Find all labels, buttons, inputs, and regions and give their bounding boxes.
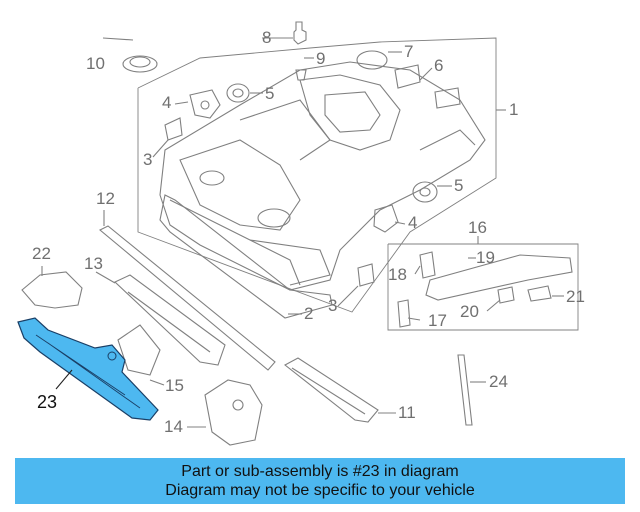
callout-16: 16: [468, 218, 487, 237]
callout-24: 24: [489, 372, 508, 391]
callout-2: 2: [304, 304, 314, 323]
callout-22: 22: [32, 244, 51, 263]
callout-12: 12: [96, 189, 115, 208]
callout-7: 7: [404, 42, 414, 61]
callout-23: 23: [37, 392, 58, 412]
callout-5: 5: [454, 176, 464, 195]
assembly-outline: [137, 37, 497, 313]
callout-19: 19: [476, 248, 495, 267]
callout-10: 10: [86, 54, 105, 73]
info-banner: Part or sub-assembly is #23 in diagram D…: [15, 458, 625, 504]
callout-14: 14: [164, 417, 183, 436]
callout-1: 1: [509, 100, 519, 119]
callout-18: 18: [388, 265, 407, 284]
callout-8: 8: [262, 28, 272, 47]
callout-4: 4: [162, 93, 172, 112]
callout-9: 9: [316, 49, 326, 68]
banner-line-disclaimer: Diagram may not be specific to your vehi…: [165, 482, 475, 499]
parts-diagram: 1 2 3 3 4 4 5 5 6 7 8 9 10 11 12 13 14 1…: [17, 21, 585, 446]
diagram-drawing: [17, 21, 579, 446]
callout-3: 3: [143, 150, 153, 169]
callout-4: 4: [408, 213, 418, 232]
banner-line-part-info: Part or sub-assembly is #23 in diagram: [181, 463, 459, 480]
callout-3: 3: [328, 296, 338, 315]
callout-6: 6: [434, 56, 444, 75]
floor-pan: [159, 61, 486, 291]
callout-5: 5: [265, 84, 275, 103]
highlighted-part-23: [17, 317, 159, 421]
callout-20: 20: [460, 302, 479, 321]
callout-11: 11: [398, 403, 416, 422]
callout-21: 21: [566, 287, 585, 306]
callout-13: 13: [84, 254, 103, 273]
callout-17: 17: [428, 311, 447, 330]
callout-15: 15: [165, 376, 184, 395]
